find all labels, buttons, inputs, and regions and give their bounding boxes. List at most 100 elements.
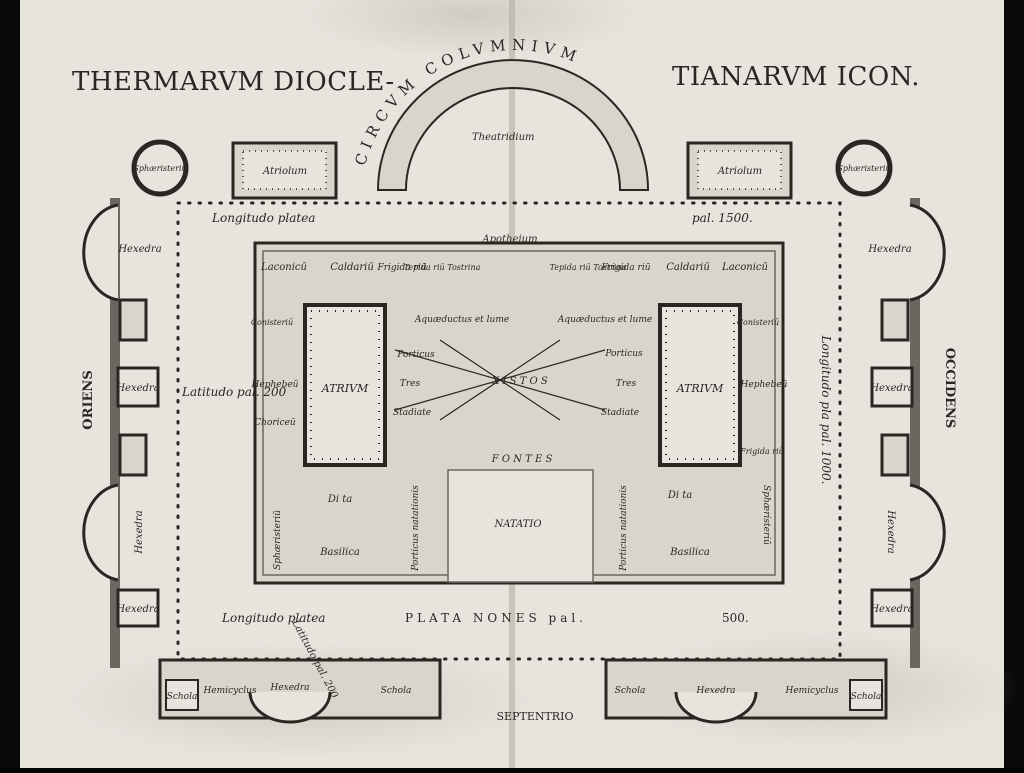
compass-south: SEPTENTRIO <box>497 710 574 723</box>
court-bottom-mid: PLATA NONES pal. <box>405 611 587 625</box>
atrium-right <box>658 303 742 467</box>
hexedra-bottom-right <box>674 691 758 724</box>
basilica-right: Basilica <box>669 547 710 558</box>
hexedra-r1: Hexedra <box>867 244 911 255</box>
hexedra-left-bottom <box>116 588 160 628</box>
spheristerium-mid-right: Sphæristeriū <box>761 485 771 545</box>
hexedra-r2: Hexedra <box>869 383 913 394</box>
hexedra-bottom-left-label: Hexedra <box>269 683 309 693</box>
xystos-line <box>439 339 561 421</box>
xystos-label: X I S T O S <box>491 376 548 387</box>
porticus-right: Porticus <box>604 349 643 359</box>
title-right: TIANARVM ICON. <box>672 62 920 92</box>
frigidarium-lower-right: Frigida riū <box>739 447 784 456</box>
spheristerium-left <box>131 139 189 197</box>
court-top-left: Longitudo platea <box>211 211 315 225</box>
theatridium-label: Theatridium <box>472 132 535 143</box>
conisterium-left: Conisteriū <box>251 318 293 327</box>
laconicum-right: Laconicū <box>721 262 768 273</box>
porticus-left: Porticus <box>396 350 435 360</box>
hexedra-r4: Hexedra <box>869 604 913 615</box>
compass-east: OCCIDENS <box>942 348 957 429</box>
atriolum-left-box <box>242 150 327 190</box>
tres-right: Tres <box>616 379 637 389</box>
compass-west: ORIENS <box>81 370 96 429</box>
schola-box <box>165 679 199 711</box>
porticus-natationis-right: Porticus natationis <box>619 485 629 572</box>
hexedra-right-lower <box>909 483 946 582</box>
court-right: Longitudo pla pal. 1000. <box>819 335 833 485</box>
schola-mid-left: Schola <box>381 686 412 696</box>
aqueduct-right: Aquæductus et lume <box>557 315 652 325</box>
schola-left: Schola <box>167 692 198 702</box>
hexedra-right-mid <box>870 366 914 408</box>
schola-box <box>849 679 883 711</box>
wall-right <box>910 198 920 668</box>
hexedra-right-upper <box>909 203 946 302</box>
ephebeum-left: Hephebeū <box>251 380 299 390</box>
hexedra-left-upper <box>82 203 119 302</box>
stadiate-right: Stadiate <box>601 408 639 418</box>
atrium-left <box>303 303 387 467</box>
caldarium-right: Caldariū <box>666 262 710 273</box>
niche-left <box>118 433 148 477</box>
hexedra-l2: Hexedra <box>115 383 159 394</box>
hexedra-bottom-left <box>248 691 332 724</box>
atriolum-right-box <box>697 150 782 190</box>
hexedra-l4: Hexedra <box>115 604 159 615</box>
court-bottom-left: Longitudo platea <box>221 611 325 625</box>
wall-left <box>110 198 120 668</box>
caldarium-left: Caldariū <box>330 262 374 273</box>
tepidarium-right: Tepida riū Tostrina <box>550 263 627 272</box>
fontes-label: F O N T E S <box>491 454 553 465</box>
apotherium-label: Apotheium <box>481 234 537 245</box>
laconicum-left: Laconicū <box>260 262 307 273</box>
hexedra-left-mid <box>116 366 160 408</box>
title-left: THERMARVM DIOCLE- <box>72 67 395 97</box>
spheristerium-left-label: Sphæristeriū <box>133 164 186 173</box>
frigidarium-left: Frigida riū <box>376 263 426 273</box>
niche-right <box>880 298 910 342</box>
hexedra-r3: Hexedra <box>885 509 896 553</box>
hemicyclus-right: Hemicyclus <box>784 686 838 696</box>
schola-mid-right: Schola <box>615 686 646 696</box>
natatio-label: NATATIO <box>493 519 541 530</box>
hexedra-l3: Hexedra <box>134 510 145 554</box>
choriceum-left: Choriceū <box>254 418 296 428</box>
spheristerium-mid-left: Sphæristeriū <box>273 510 283 570</box>
tres-left: Tres <box>400 379 421 389</box>
conisterium-right: Conisteriū <box>737 318 779 327</box>
niche-right <box>880 433 910 477</box>
atrium-left-label: ATRIVM <box>321 382 369 395</box>
atriolum-right-label: Atriolum <box>717 166 762 177</box>
atriolum-left-label: Atriolum <box>262 166 307 177</box>
water-stain <box>300 0 640 60</box>
court-colonnade <box>176 201 842 661</box>
porticus-natationis-left: Porticus natationis <box>411 485 421 572</box>
niche-left <box>118 298 148 342</box>
dieta-left: Di ta <box>327 494 352 505</box>
spheristerium-right-label: Sphæristeriū <box>837 164 890 173</box>
aqueduct-left: Aquæductus et lume <box>414 315 509 325</box>
stadiate-left: Stadiate <box>393 408 431 418</box>
hexedra-left-lower <box>82 483 119 582</box>
atrium-right-label: ATRIVM <box>676 382 724 395</box>
court-left: Latitudo pal. 200 <box>181 385 287 399</box>
hexedra-right-bottom <box>870 588 914 628</box>
frigidarium-right: Frigida riū <box>600 263 650 273</box>
hexedra-l1: Hexedra <box>117 244 161 255</box>
natatio-pool <box>447 469 594 583</box>
spheristerium-right <box>835 139 893 197</box>
ephebeum-right: Hephebeū <box>740 380 788 390</box>
court-bottom-right: 500. <box>722 611 749 625</box>
hemicyclus-left: Hemicyclus <box>202 686 256 696</box>
basilica-left: Basilica <box>319 547 360 558</box>
dieta-right: Di ta <box>667 490 692 501</box>
hexedra-bottom-right-label: Hexedra <box>695 686 735 696</box>
theatre-stands <box>376 59 650 191</box>
court-top-right: pal. 1500. <box>692 211 753 225</box>
schola-right: Schola <box>851 692 882 702</box>
